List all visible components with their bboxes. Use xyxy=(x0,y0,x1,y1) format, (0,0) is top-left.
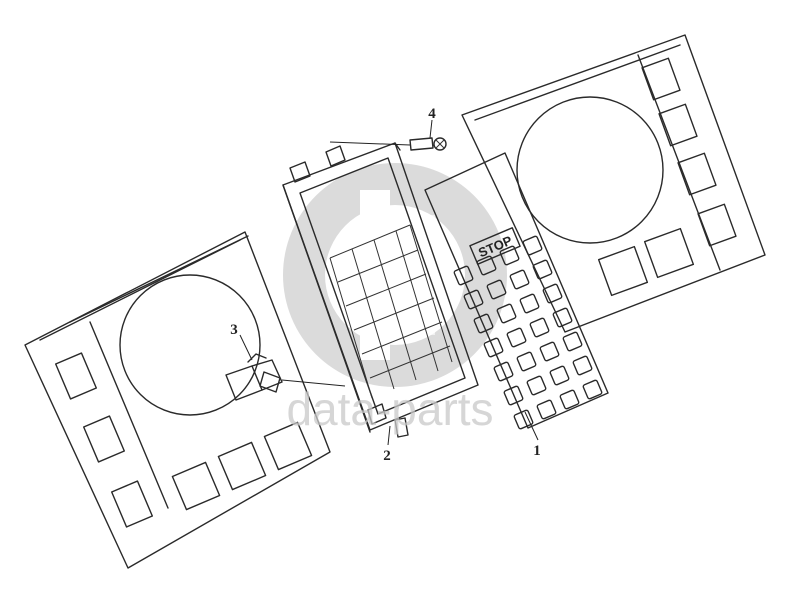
keypad-key xyxy=(562,331,583,352)
watermark-text: data-parts xyxy=(286,383,493,435)
keypad-key xyxy=(503,385,524,406)
keypad-key xyxy=(499,245,520,266)
keypad-key xyxy=(509,269,530,290)
left-panel xyxy=(24,231,331,569)
frame-grid xyxy=(329,224,453,399)
keypad-key xyxy=(486,279,507,300)
keypad-key xyxy=(536,399,557,420)
watermark-logo xyxy=(283,163,507,387)
keypad-key xyxy=(519,293,540,314)
keypad-key xyxy=(463,289,484,310)
leader-1 xyxy=(524,411,539,441)
keypad-key xyxy=(539,341,560,362)
screw xyxy=(329,137,447,151)
keypad-key xyxy=(529,317,550,338)
keypad-key xyxy=(496,303,517,324)
callout-4: 4 xyxy=(428,106,436,122)
keypad-key xyxy=(582,379,603,400)
keypad-key xyxy=(516,351,537,372)
leader-2 xyxy=(387,425,391,446)
keypad-key xyxy=(542,283,563,304)
bulb-clip xyxy=(225,353,346,401)
keypad-key xyxy=(476,255,497,276)
keypad-frame xyxy=(282,142,479,438)
keypad-key xyxy=(453,265,474,286)
keypad-key xyxy=(473,313,494,334)
keypad-key xyxy=(526,375,547,396)
keypad-key xyxy=(513,409,534,430)
keypad-key xyxy=(483,337,504,358)
keypad-key xyxy=(572,355,593,376)
leader-4 xyxy=(429,119,433,139)
keypad-key xyxy=(559,389,580,410)
keypad-key xyxy=(549,365,570,386)
keypad-key xyxy=(552,307,573,328)
keypad-keys xyxy=(453,235,603,430)
callout-3: 3 xyxy=(230,322,238,338)
right-panel xyxy=(461,34,766,333)
keypad-key xyxy=(506,327,527,348)
keypad-key xyxy=(493,361,514,382)
callout-2: 2 xyxy=(383,448,391,464)
leader-3 xyxy=(239,334,253,361)
keypad-key xyxy=(532,259,553,280)
callout-1: 1 xyxy=(533,443,541,459)
keypad-key xyxy=(522,235,543,256)
